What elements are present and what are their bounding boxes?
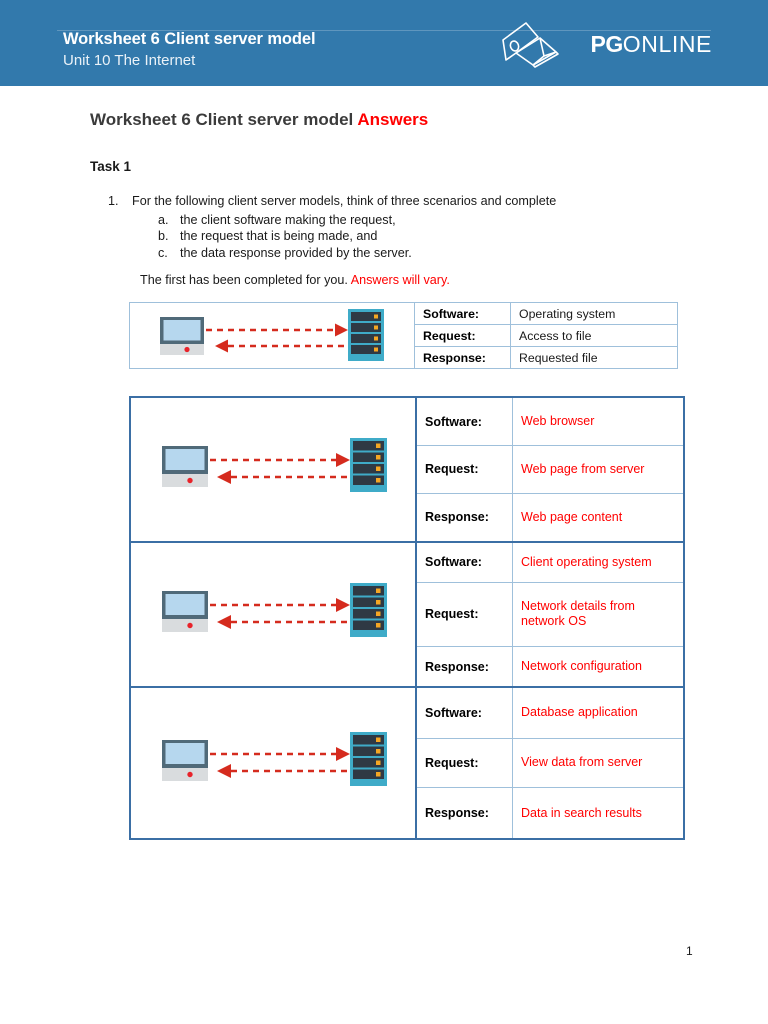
question-subitem-list: a. the client software making the reques… bbox=[108, 212, 668, 262]
client-server-diagram-svg bbox=[160, 308, 384, 361]
instruction-note: The first has been completed for you. An… bbox=[140, 273, 450, 287]
table-row: Software: Database application bbox=[129, 686, 685, 840]
table-row: Software: Web browser bbox=[129, 396, 685, 543]
value-response: Web page content bbox=[512, 492, 685, 543]
table-row: Request: Web page from server bbox=[130, 445, 685, 494]
header-title-group: Worksheet 6 Client server model Unit 10 … bbox=[63, 30, 316, 69]
arrow-right-dashed-icon bbox=[210, 453, 350, 467]
label-response: Response: bbox=[415, 646, 513, 689]
label-response: Response: bbox=[414, 346, 511, 369]
pg-online-logo: PGONLINE bbox=[500, 20, 712, 68]
client-server-diagram bbox=[130, 305, 414, 367]
question-list: 1. For the following client server model… bbox=[108, 193, 668, 261]
header-divider-rule bbox=[57, 30, 711, 31]
subitem-letter-b: b. bbox=[158, 229, 169, 243]
value-software: Web browser bbox=[512, 396, 685, 447]
laptop-outline-icon bbox=[501, 22, 559, 68]
arrow-right-dashed-icon bbox=[206, 323, 348, 336]
question-subitem-b: b. the request that is being made, and bbox=[158, 228, 668, 245]
logo-wordmark: PGONLINE bbox=[591, 31, 712, 58]
value-response: Network configuration bbox=[512, 646, 685, 689]
question-subitem-c: c. the data response provided by the ser… bbox=[158, 245, 668, 262]
client-server-diagram bbox=[131, 398, 415, 541]
table-row: Response: Requested file bbox=[130, 346, 678, 369]
question-subitem-a: a. the client software making the reques… bbox=[158, 212, 668, 229]
subitem-letter-a: a. bbox=[158, 212, 169, 227]
value-request: View data from server bbox=[512, 737, 685, 789]
label-request: Request: bbox=[414, 324, 511, 347]
client-server-diagram-svg bbox=[162, 583, 387, 637]
header-title: Worksheet 6 Client server model bbox=[63, 30, 316, 48]
server-rack-icon bbox=[350, 732, 387, 786]
header-subtitle: Unit 10 The Internet bbox=[63, 51, 196, 69]
question-text: For the following client server models, … bbox=[132, 194, 557, 208]
diagram-cell-answer-3 bbox=[129, 686, 417, 840]
client-server-diagram bbox=[131, 543, 415, 686]
table-row: Response: Network configuration bbox=[130, 646, 685, 689]
diagram-cell-answer-2 bbox=[129, 541, 417, 688]
page-number: 1 bbox=[686, 944, 693, 958]
instruction-note-red: Answers will vary. bbox=[350, 273, 450, 287]
label-response: Response: bbox=[415, 492, 513, 543]
logo-pg-text: PG bbox=[590, 30, 624, 57]
label-request: Request: bbox=[415, 445, 513, 494]
arrow-left-dashed-icon bbox=[217, 764, 350, 778]
answers-table: Software: Web browser Request: Web page … bbox=[129, 396, 685, 841]
table-row: Software: Operating system bbox=[129, 302, 678, 369]
desktop-monitor-icon bbox=[162, 740, 208, 781]
value-request: Access to file bbox=[510, 324, 678, 347]
table-row: Response: Data in search results bbox=[130, 787, 685, 841]
diagram-cell-answer-1 bbox=[129, 396, 417, 543]
arrow-right-dashed-icon bbox=[210, 747, 350, 761]
page-header-banner: Worksheet 6 Client server model Unit 10 … bbox=[0, 0, 768, 86]
task-heading: Task 1 bbox=[90, 159, 132, 174]
instruction-note-text: The first has been completed for you. bbox=[140, 273, 348, 287]
label-request: Request: bbox=[415, 737, 513, 789]
client-server-diagram-svg bbox=[162, 732, 387, 786]
arrow-right-dashed-icon bbox=[210, 598, 350, 612]
table-row: Response: Web page content bbox=[130, 492, 685, 543]
client-server-diagram-svg bbox=[162, 438, 387, 492]
subitem-text-c: the data response provided by the server… bbox=[180, 245, 412, 260]
label-software: Software: bbox=[414, 302, 511, 325]
label-response: Response: bbox=[415, 787, 513, 841]
arrow-left-dashed-icon bbox=[217, 615, 350, 629]
arrow-left-dashed-icon bbox=[217, 470, 350, 484]
example-table: Software: Operating system Request: Acce… bbox=[129, 302, 678, 369]
subitem-text-b: the request that is being made, and bbox=[180, 229, 378, 243]
label-software: Software: bbox=[415, 540, 513, 583]
label-software: Software: bbox=[415, 686, 513, 739]
server-rack-icon bbox=[350, 438, 387, 492]
logo-online-text: ONLINE bbox=[622, 30, 712, 57]
table-row: Request: View data from server bbox=[130, 737, 685, 789]
arrow-left-dashed-icon bbox=[215, 339, 348, 352]
desktop-monitor-icon bbox=[162, 591, 208, 632]
client-server-diagram bbox=[131, 688, 415, 838]
page-title: Worksheet 6 Client server model Answers bbox=[90, 110, 428, 130]
value-response: Data in search results bbox=[512, 787, 685, 841]
value-software: Operating system bbox=[510, 302, 678, 325]
subitem-text-a: the client software making the request, bbox=[180, 212, 396, 227]
server-rack-icon bbox=[350, 583, 387, 637]
value-response: Requested file bbox=[510, 346, 678, 369]
subitem-letter-c: c. bbox=[158, 245, 168, 260]
question-number: 1. bbox=[108, 194, 119, 208]
label-request: Request: bbox=[415, 581, 513, 648]
value-request: Network details from network OS bbox=[512, 581, 685, 648]
question-item-1: 1. For the following client server model… bbox=[108, 193, 668, 210]
server-rack-icon bbox=[348, 308, 384, 361]
value-request: Web page from server bbox=[512, 445, 685, 494]
desktop-monitor-icon bbox=[160, 316, 204, 355]
label-software: Software: bbox=[415, 396, 513, 447]
page-title-answers-tag: Answers bbox=[357, 110, 429, 129]
value-software: Client operating system bbox=[512, 540, 685, 583]
value-software: Database application bbox=[512, 686, 685, 739]
diagram-cell-example bbox=[129, 302, 415, 369]
page-title-main: Worksheet 6 Client server model bbox=[90, 110, 354, 129]
desktop-monitor-icon bbox=[162, 446, 208, 487]
table-row: Software: Client operating system bbox=[129, 540, 685, 688]
